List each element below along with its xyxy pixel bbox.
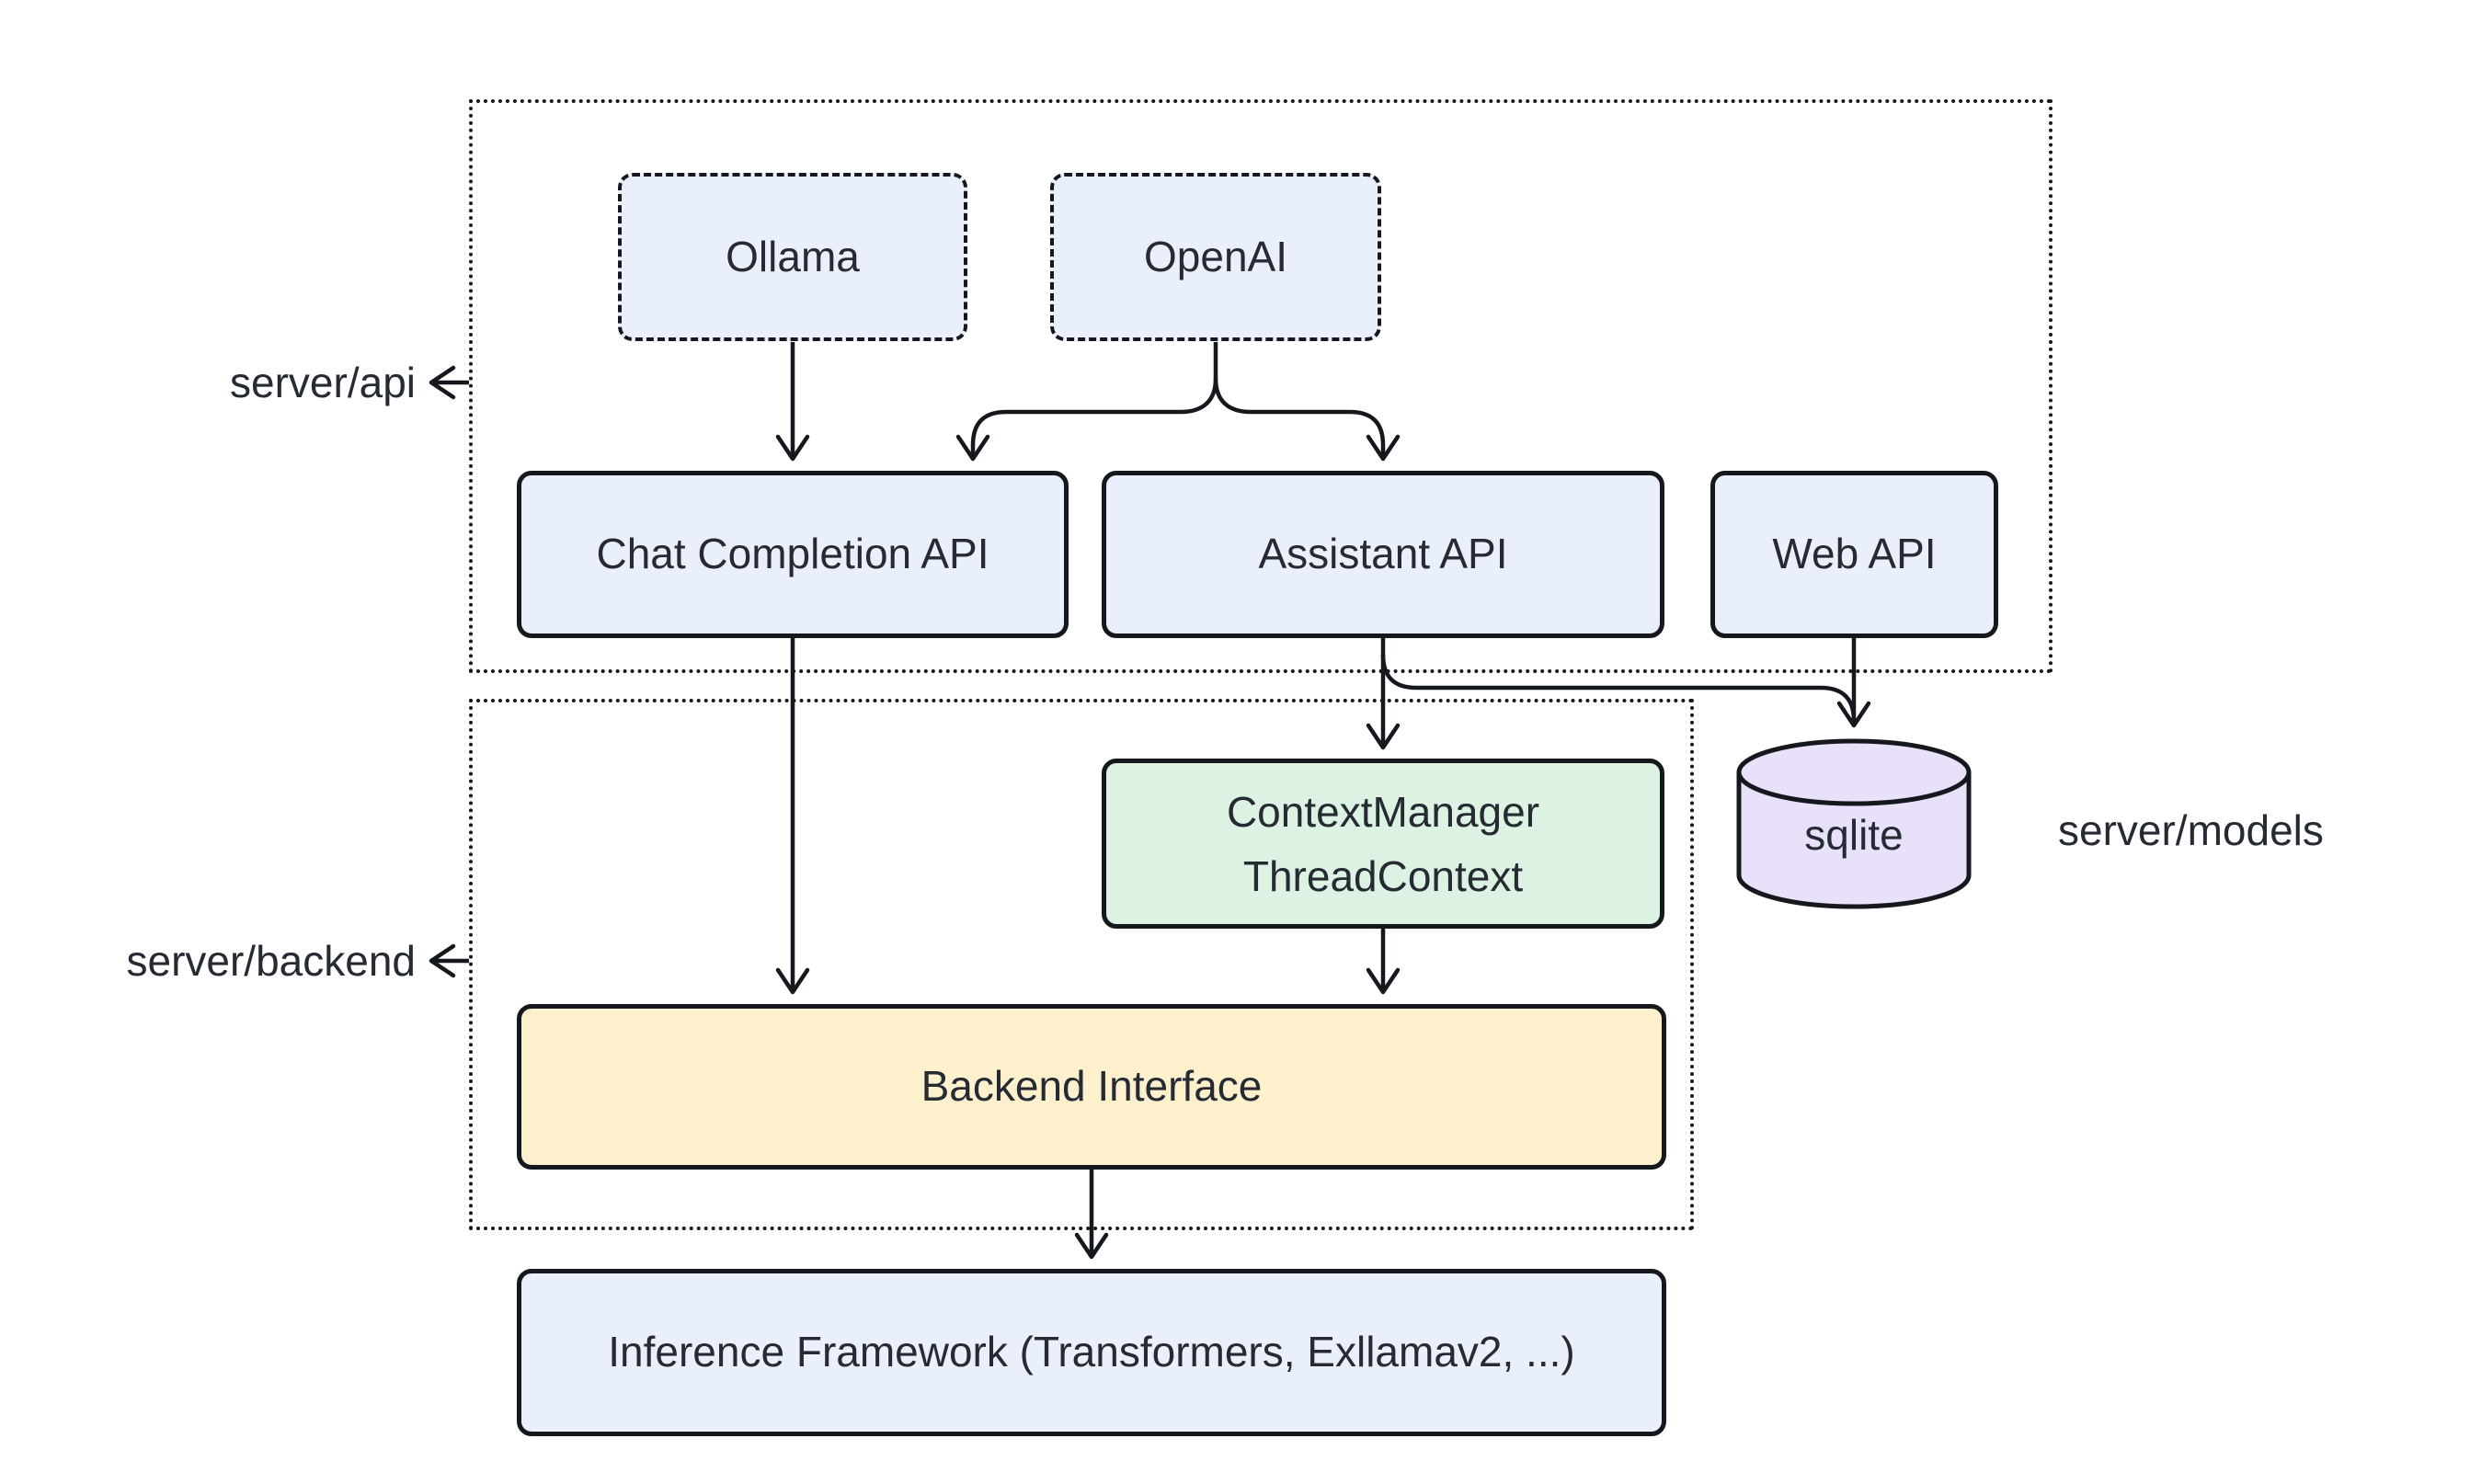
node-chat-completion-api: Chat Completion API — [517, 471, 1069, 638]
node-web-api: Web API — [1710, 471, 1998, 638]
node-web-api-label: Web API — [1772, 530, 1937, 578]
node-openai: OpenAI — [1050, 173, 1381, 341]
sqlite-cylinder-shape — [1736, 738, 1972, 909]
node-assistant-api-label: Assistant API — [1258, 530, 1508, 578]
node-assistant-api: Assistant API — [1102, 471, 1664, 638]
node-sqlite-label: sqlite — [1804, 811, 1904, 859]
node-backend-interface: Backend Interface — [517, 1004, 1666, 1170]
node-context-manager-label-line1: ContextManager — [1226, 787, 1540, 836]
node-inference-framework-label: Inference Framework (Transformers, Exlla… — [608, 1328, 1575, 1376]
label-server-backend: server/backend — [126, 937, 417, 985]
node-backend-interface-label: Backend Interface — [921, 1062, 1263, 1111]
edge-openai-to-chat-completion-api — [955, 342, 1218, 462]
group-server-api — [469, 99, 2053, 673]
label-server-models: server/models — [2058, 806, 2324, 854]
node-chat-completion-api-label: Chat Completion API — [596, 530, 989, 578]
edge-assistant-api-to-sqlite — [1380, 654, 1857, 722]
node-context-manager-label-line2: ThreadContext — [1242, 851, 1524, 900]
node-openai-label: OpenAI — [1144, 232, 1287, 280]
node-inference-framework: Inference Framework (Transformers, Exlla… — [517, 1269, 1666, 1436]
node-context-manager: ContextManager ThreadContext — [1102, 759, 1664, 929]
node-ollama-label: Ollama — [726, 232, 860, 280]
group-server-backend — [469, 699, 1694, 1230]
node-ollama: Ollama — [618, 173, 967, 341]
edge-openai-to-assistant-api — [1213, 378, 1401, 462]
label-server-api: server/api — [230, 359, 416, 406]
